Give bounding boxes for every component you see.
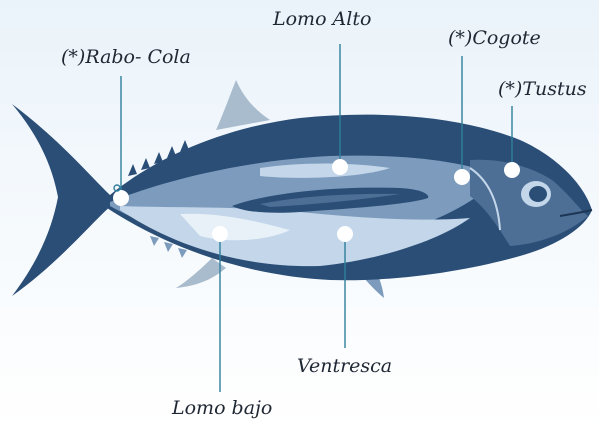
label-tustus: (*)Tustus (498, 80, 587, 99)
marker-lomo-bajo (212, 226, 228, 242)
marker-ventresca (337, 226, 353, 242)
label-ventresca: Ventresca (297, 357, 392, 376)
eye-inner (529, 186, 547, 202)
tail-fin (12, 104, 112, 296)
label-lomo-alto: Lomo Alto (273, 10, 371, 29)
marker-rabo-cola (113, 190, 129, 206)
marker-cogote (454, 169, 470, 185)
marker-lomo-alto (332, 159, 348, 175)
label-rabo-cola: (*)Rabo- Cola (61, 48, 191, 67)
dorsal-fin (216, 80, 270, 130)
anal-fin (176, 258, 226, 288)
label-cogote: (*)Cogote (448, 29, 541, 48)
marker-tustus (504, 162, 520, 178)
label-lomo-bajo: Lomo bajo (172, 399, 272, 418)
